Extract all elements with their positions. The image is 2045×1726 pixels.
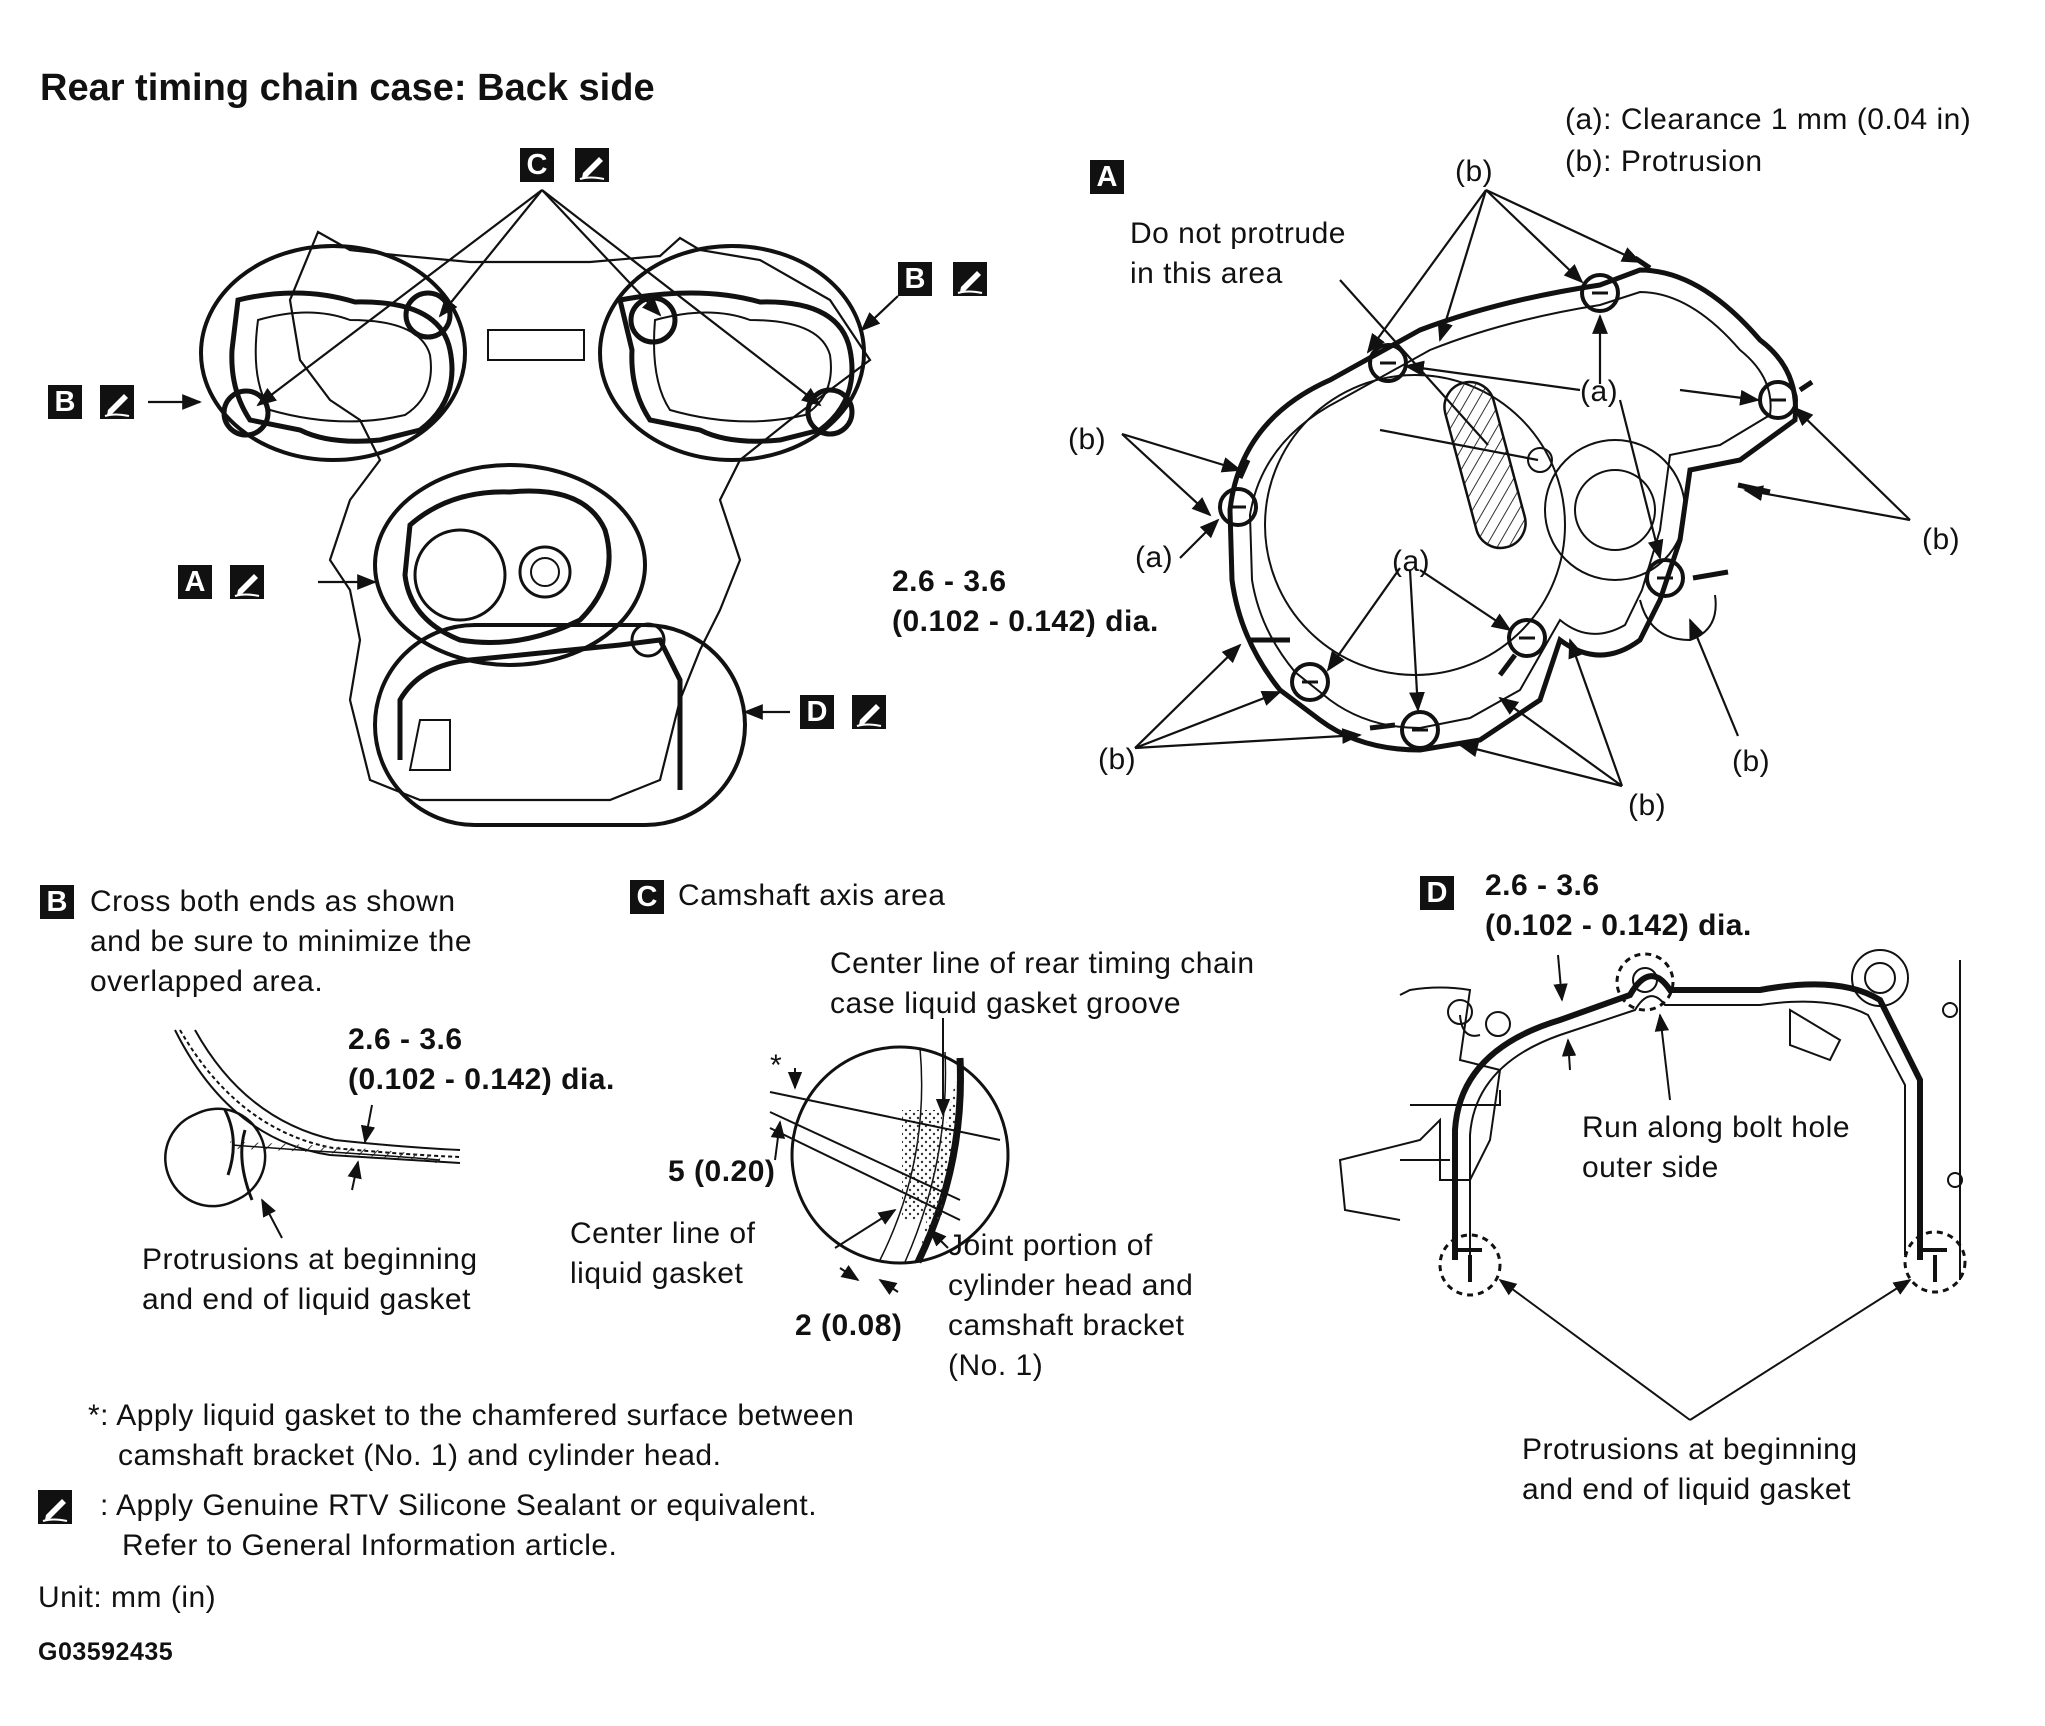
panel-c-center-gasket-line1: Center line of — [570, 1217, 756, 1250]
main-case-drawing — [199, 230, 872, 827]
panel-b-caption-line2: and be sure to minimize the — [90, 925, 473, 958]
panel-d-drawing — [1338, 949, 1967, 1297]
panel-a-leader-arrows — [1121, 189, 1911, 788]
sealant-pen-icon — [38, 1490, 72, 1524]
panel-d-leader-arrows — [1498, 954, 1912, 1421]
panel-d-protrusions-line2: and end of liquid gasket — [1522, 1473, 1851, 1506]
badge-b-main-left: B — [48, 385, 82, 419]
panel-c-dim-2: 2 (0.08) — [795, 1309, 903, 1342]
panel-d-protrusions-line1: Protrusions at beginning — [1522, 1433, 1858, 1466]
bead-size-d-line1: 2.6 - 3.6 — [1485, 869, 1600, 902]
badge-c-panel: C — [630, 880, 664, 914]
bead-size-b-line1: 2.6 - 3.6 — [348, 1023, 463, 1056]
unit-note: Unit: mm (in) — [38, 1581, 217, 1614]
callout-b-left: (b) — [1068, 423, 1107, 456]
callout-b-bottom-left: (b) — [1098, 743, 1137, 776]
panel-c-leader-arrows — [770, 1018, 951, 1295]
do-not-protrude-line2: in this area — [1130, 257, 1283, 290]
badge-d-main: D — [800, 695, 834, 729]
callout-a-left: (a) — [1135, 541, 1174, 574]
badge-b-panel: B — [40, 885, 74, 919]
legend-a: (a): Clearance 1 mm (0.04 in) — [1565, 103, 1972, 136]
sealant-pen-icon — [100, 385, 134, 419]
panel-b-leader-arrows — [261, 1104, 376, 1239]
bead-size-a-line2: (0.102 - 0.142) dia. — [892, 605, 1159, 638]
bead-size-d-line2: (0.102 - 0.142) dia. — [1485, 909, 1752, 942]
panel-b-caption-line3: overlapped area. — [90, 965, 324, 998]
sealant-note-line1: : Apply Genuine RTV Silicone Sealant or … — [100, 1489, 818, 1522]
sealant-pen-icon — [575, 148, 609, 182]
panel-d-run-along-line1: Run along bolt hole — [1582, 1111, 1851, 1144]
bead-size-b-line2: (0.102 - 0.142) dia. — [348, 1063, 615, 1096]
panel-b-protrusions-line2: and end of liquid gasket — [142, 1283, 471, 1316]
star-note-line1: *: Apply liquid gasket to the chamfered … — [88, 1399, 855, 1432]
sealant-note-line2: Refer to General Information article. — [122, 1529, 618, 1562]
do-not-protrude-line1: Do not protrude — [1130, 217, 1346, 250]
panel-b-drawing — [164, 1029, 461, 1208]
callout-b-top: (b) — [1455, 155, 1494, 188]
sealant-pen-icon — [953, 262, 987, 296]
panel-b-caption-line1: Cross both ends as shown — [90, 885, 456, 918]
page-title: Rear timing chain case: Back side — [40, 67, 655, 109]
panel-c-joint-line3: camshaft bracket — [948, 1309, 1185, 1342]
panel-a-drawing — [1218, 255, 1814, 753]
callout-b-bottom-right: (b) — [1732, 745, 1771, 778]
badge-a-main: A — [178, 565, 212, 599]
bead-size-a-line1: 2.6 - 3.6 — [892, 565, 1007, 598]
panel-c-caption: Camshaft axis area — [678, 879, 946, 912]
panel-b-protrusions-line1: Protrusions at beginning — [142, 1243, 478, 1276]
main-leader-arrows — [148, 189, 899, 720]
panel-c-center-groove-line1: Center line of rear timing chain — [830, 947, 1255, 980]
badge-b-main-right: B — [898, 262, 932, 296]
panel-c-joint-line4: (No. 1) — [948, 1349, 1044, 1382]
figure-code: G03592435 — [38, 1638, 174, 1666]
callout-b-right: (b) — [1922, 523, 1961, 556]
panel-c-star: * — [770, 1049, 783, 1082]
panel-c-joint-line2: cylinder head and — [948, 1269, 1194, 1302]
callout-a-bottom: (a) — [1392, 545, 1431, 578]
legend-b: (b): Protrusion — [1565, 145, 1763, 178]
panel-c-joint-line1: Joint portion of — [948, 1229, 1153, 1262]
badge-d-panel: D — [1420, 876, 1454, 910]
panel-c-center-groove-line2: case liquid gasket groove — [830, 987, 1182, 1020]
panel-c-center-gasket-line2: liquid gasket — [570, 1257, 744, 1290]
sealant-pen-icon — [230, 565, 264, 599]
badge-a-panel: A — [1090, 160, 1124, 194]
sealant-pen-icon — [852, 695, 886, 729]
star-note-line2: camshaft bracket (No. 1) and cylinder he… — [118, 1439, 722, 1472]
panel-d-run-along-line2: outer side — [1582, 1151, 1719, 1184]
panel-c-dim-5: 5 (0.20) — [668, 1155, 776, 1188]
callout-b-bottom: (b) — [1628, 789, 1667, 822]
callout-a-top: (a) — [1580, 375, 1619, 408]
badge-c-main: C — [520, 148, 554, 182]
